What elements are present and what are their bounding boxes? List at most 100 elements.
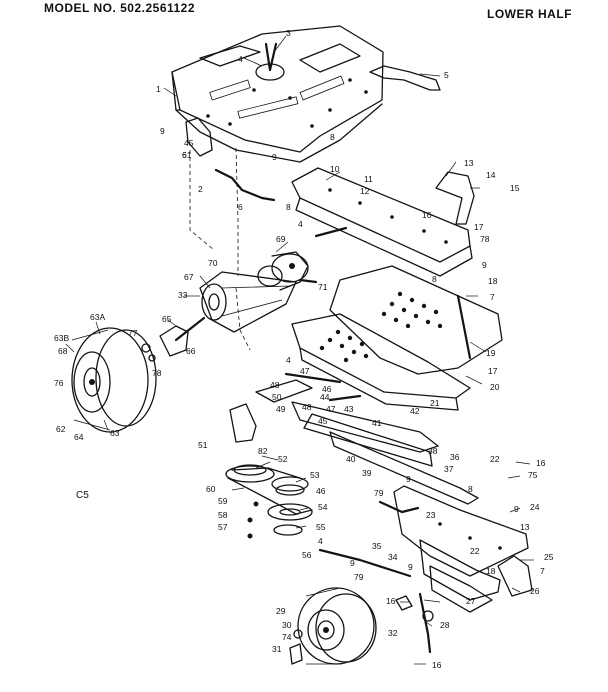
link-rod — [214, 168, 276, 202]
callout-1: 1 — [156, 84, 161, 94]
callout-18: 18 — [488, 276, 498, 286]
callout-31: 31 — [272, 644, 282, 654]
callout-37: 37 — [444, 464, 454, 474]
callout-9: 9 — [160, 126, 165, 136]
callout-9: 9 — [482, 260, 487, 270]
callout-75: 75 — [528, 470, 538, 480]
diagram-code-label: C5 — [76, 490, 89, 501]
callout-6: 6 — [182, 150, 187, 160]
callout-57: 57 — [218, 522, 228, 532]
callout-22: 22 — [470, 546, 480, 556]
callout-21: 21 — [430, 398, 440, 408]
front-left-wheel — [71, 327, 157, 433]
callout-18: 18 — [486, 566, 496, 576]
callout-67: 67 — [184, 272, 194, 282]
callout-47: 47 — [326, 404, 336, 414]
callout-27: 27 — [466, 596, 476, 606]
rear-wheel — [297, 587, 377, 665]
callout-19: 19 — [486, 348, 496, 358]
callout-23: 23 — [426, 510, 436, 520]
callout-76: 76 — [54, 378, 64, 388]
callout-4: 4 — [286, 355, 291, 365]
callout-22: 22 — [490, 454, 500, 464]
callout-26: 26 — [530, 586, 540, 596]
motor-assembly — [257, 251, 318, 291]
callout-9: 9 — [406, 474, 411, 484]
callout-52: 52 — [278, 454, 288, 464]
callout-48: 48 — [270, 380, 280, 390]
callout-45: 45 — [318, 416, 328, 426]
callout-55: 55 — [316, 522, 326, 532]
hitch-bracket — [369, 65, 441, 91]
front-axle-assembly — [291, 167, 475, 277]
callout-50: 50 — [272, 392, 282, 402]
callout-62: 62 — [56, 424, 66, 434]
callout-45: 45 — [184, 138, 194, 148]
callout-42: 42 — [410, 406, 420, 416]
callout-7: 7 — [490, 292, 495, 302]
callout-16: 16 — [422, 210, 432, 220]
callout-8: 8 — [432, 274, 437, 284]
callout-11: 11 — [364, 174, 373, 184]
dash-guide-lower — [235, 287, 251, 351]
rear-axle-frame — [318, 485, 533, 613]
callout-70: 70 — [208, 258, 218, 268]
callout-63A: 63A — [90, 312, 105, 322]
callout-16: 16 — [536, 458, 546, 468]
callout-74: 74 — [282, 632, 292, 642]
callout-78: 78 — [480, 234, 490, 244]
callout-44: 44 — [320, 392, 330, 402]
callout-40: 40 — [346, 454, 356, 464]
callout-63: 63 — [110, 428, 120, 438]
callout-64: 64 — [74, 432, 84, 442]
callout-24: 24 — [530, 502, 540, 512]
callout-4: 4 — [238, 54, 243, 64]
callout-65: 65 — [162, 314, 172, 324]
model-number-heading: MODEL NO. 502.2561122 — [44, 1, 196, 15]
callout-8: 8 — [468, 484, 473, 494]
callout-30: 30 — [282, 620, 292, 630]
callout-47: 47 — [300, 366, 310, 376]
callout-leader-lines — [65, 35, 534, 665]
callout-71: 71 — [318, 282, 328, 292]
callout-8: 8 — [286, 202, 291, 212]
callout-4: 4 — [298, 219, 303, 229]
callout-13: 13 — [464, 158, 474, 168]
deck-pan — [291, 265, 503, 411]
callout-53: 53 — [310, 470, 320, 480]
callout-66: 66 — [186, 346, 196, 356]
dash-guide-left — [189, 150, 215, 251]
callout-labels: 1 2 3 4 4 4 4 5 6 6 7 7 8 8 8 8 9 9 9 9 … — [54, 28, 554, 670]
callout-41: 41 — [372, 418, 382, 428]
callout-82: 82 — [258, 446, 268, 456]
callout-8: 8 — [330, 132, 335, 142]
callout-13: 13 — [520, 522, 530, 532]
rear-hub-parts — [289, 592, 434, 665]
callout-15: 15 — [510, 183, 520, 193]
callout-43: 43 — [344, 404, 354, 414]
callout-79: 79 — [374, 488, 384, 498]
callout-46: 46 — [316, 486, 326, 496]
callout-79: 79 — [354, 572, 364, 582]
callout-48: 48 — [302, 402, 312, 412]
callout-14: 14 — [486, 170, 496, 180]
callout-46: 46 — [322, 384, 332, 394]
callout-6: 6 — [238, 202, 243, 212]
callout-3: 3 — [286, 28, 291, 38]
callout-20: 20 — [490, 382, 500, 392]
callout-49: 49 — [276, 404, 286, 414]
callout-9: 9 — [408, 562, 413, 572]
callout-78: 78 — [152, 368, 162, 378]
callout-77: 77 — [128, 328, 138, 338]
callout-2: 2 — [198, 184, 203, 194]
callout-54: 54 — [318, 502, 328, 512]
callout-5: 5 — [444, 70, 449, 80]
callout-10: 10 — [330, 164, 340, 174]
callout-58: 58 — [218, 510, 228, 520]
callout-59: 59 — [218, 496, 228, 506]
callout-34: 34 — [388, 552, 398, 562]
brake-linkage — [229, 372, 479, 505]
callout-28: 28 — [440, 620, 450, 630]
